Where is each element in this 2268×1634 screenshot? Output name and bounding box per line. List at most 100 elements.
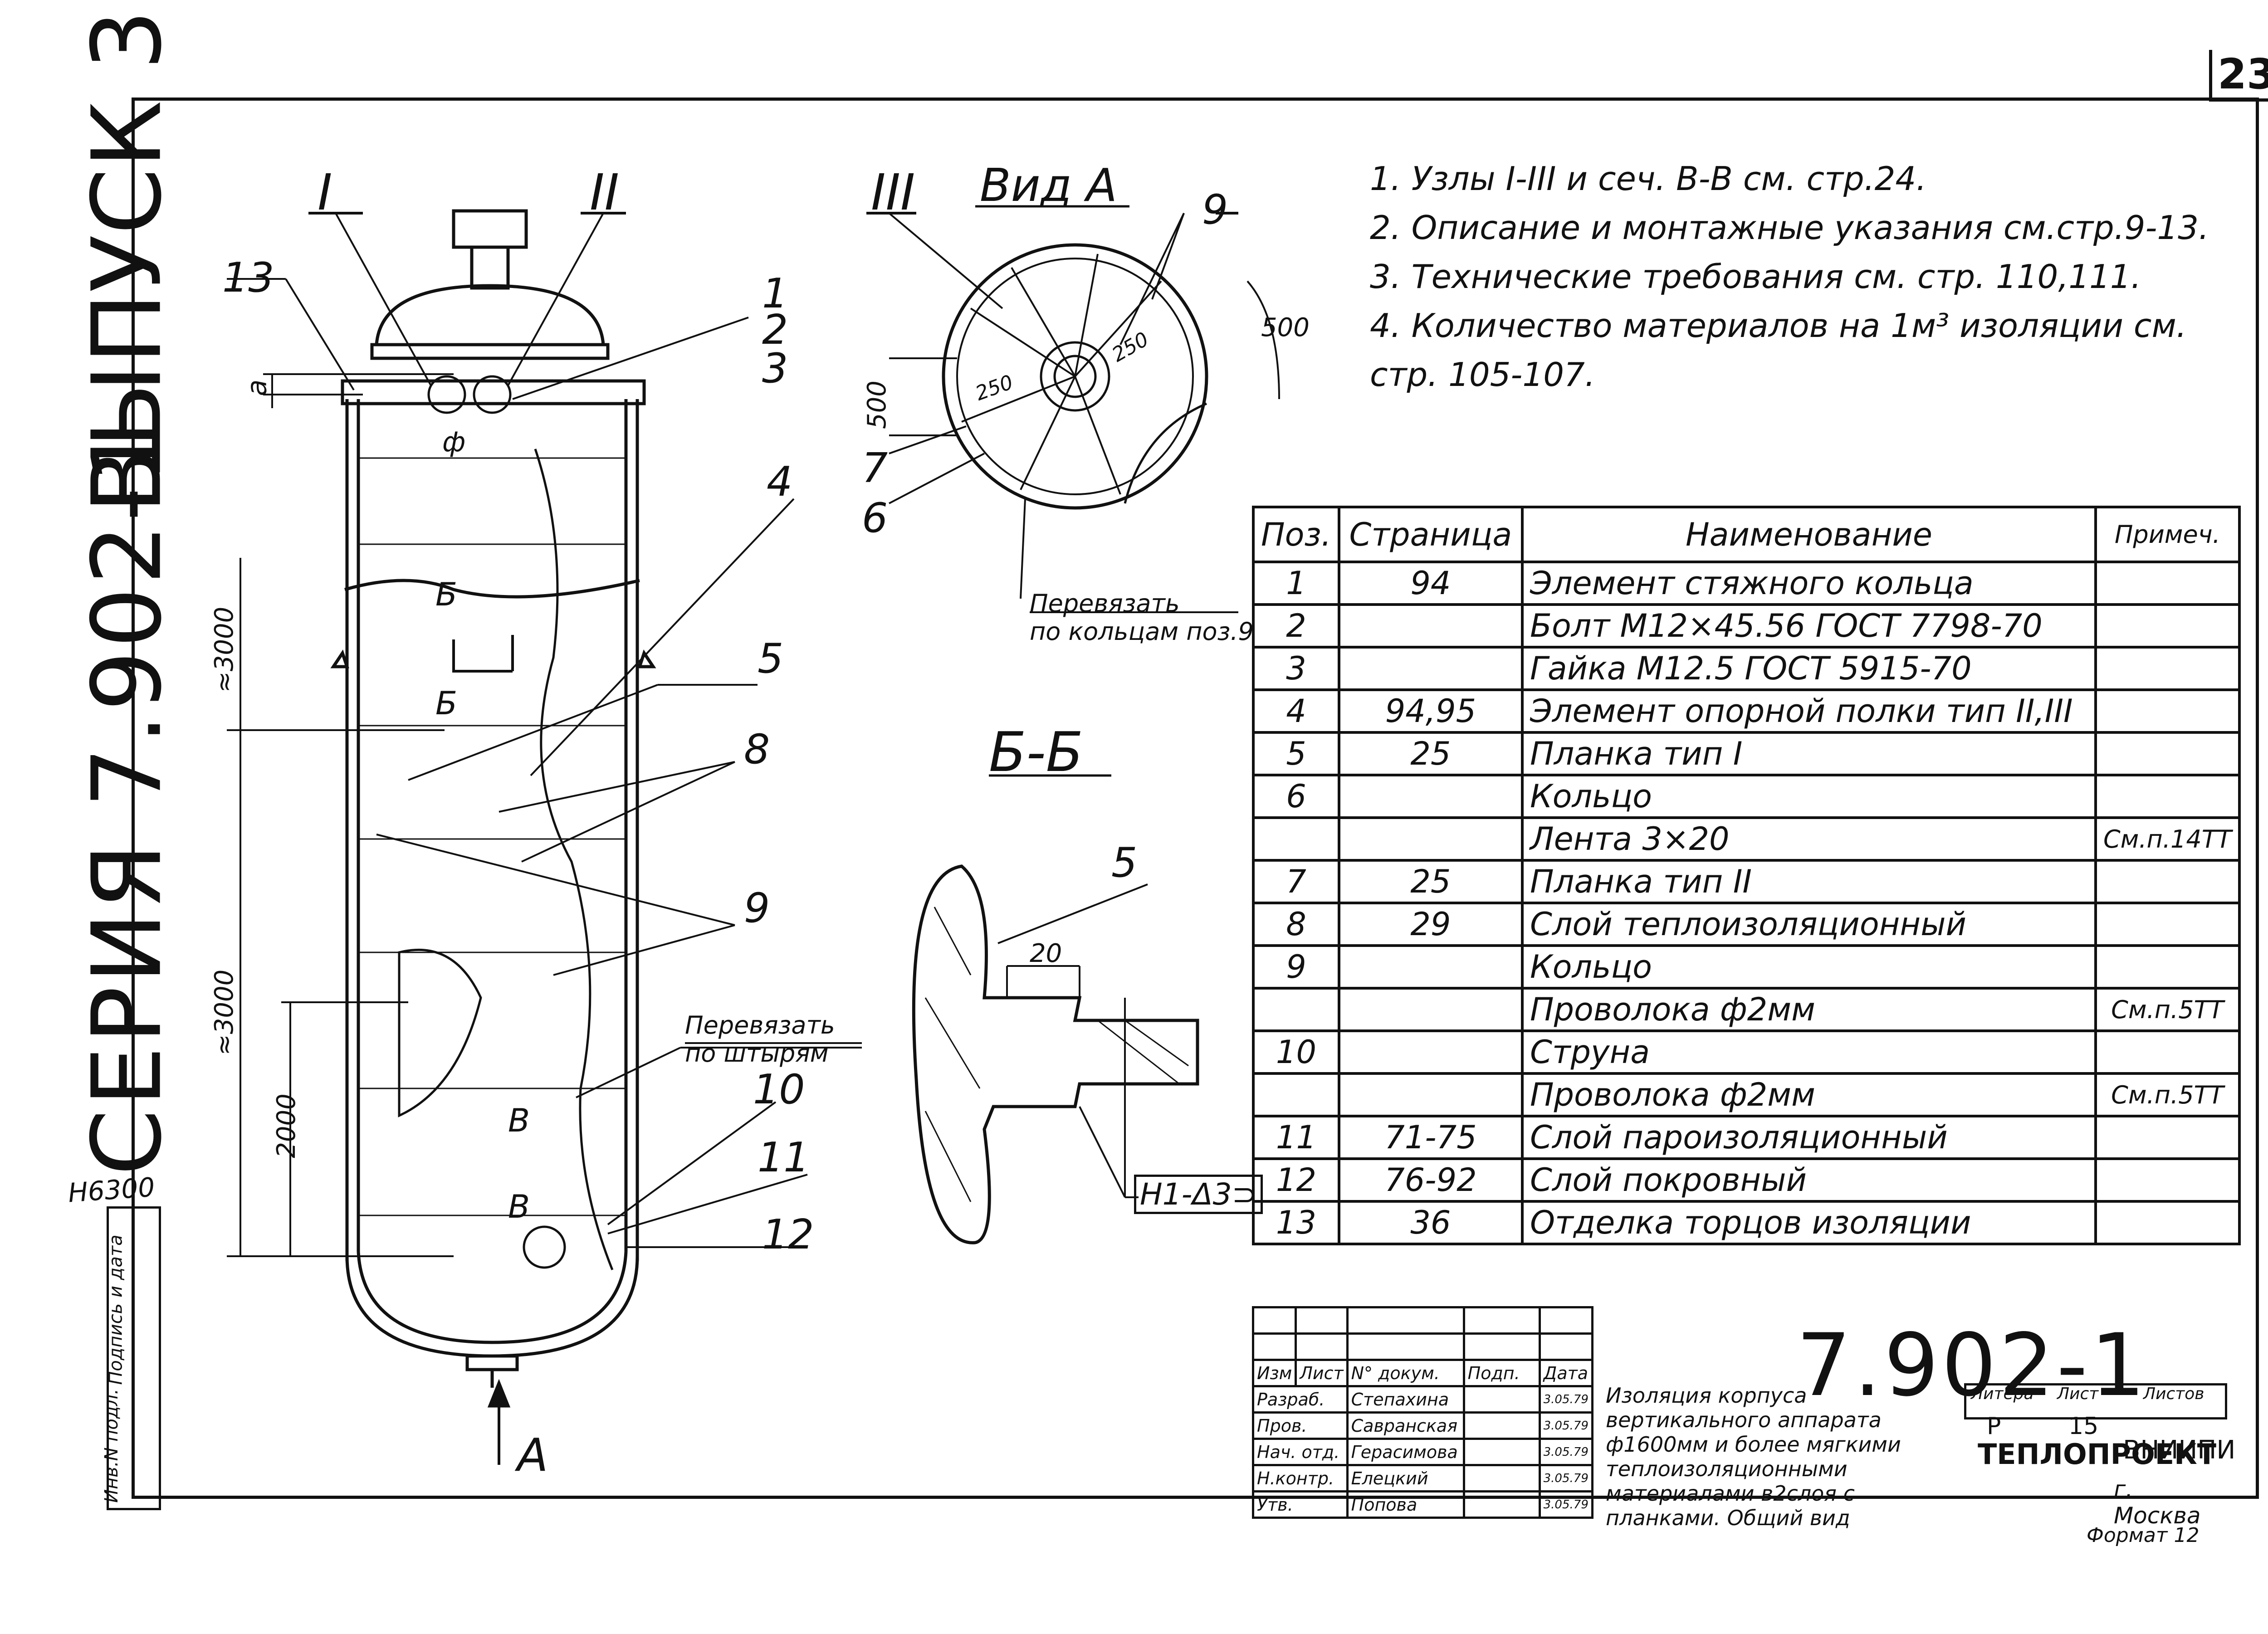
- stage-value: Р: [1987, 1413, 2001, 1440]
- tb-signature: [1462, 1490, 1541, 1519]
- sheet-value: 15: [2068, 1413, 2099, 1440]
- callout-3: 3: [762, 345, 788, 392]
- vessel-elevation: [330, 209, 656, 1388]
- spec-name: Струна: [1520, 1029, 2097, 1075]
- tb-signature: [1462, 1464, 1541, 1493]
- org-top: ВНИИПИ: [2123, 1435, 2236, 1465]
- spec-note: [2094, 1157, 2241, 1203]
- callout-node-i: I: [318, 163, 332, 221]
- callout-11: 11: [758, 1134, 810, 1181]
- tb-date: 3.05.79: [1538, 1464, 1593, 1493]
- tie-pins-line1: Перевязать: [685, 1011, 835, 1039]
- spec-name: Элемент опорной полки тип II,III: [1520, 688, 2097, 734]
- spec-pos: 13: [1252, 1200, 1340, 1245]
- spec-note: [2094, 1029, 2241, 1075]
- callout-2: 2: [762, 306, 788, 354]
- spec-name: Планка тип II: [1520, 859, 2097, 904]
- view-a-plan: [888, 212, 1280, 599]
- tb-head-list: Лист: [1295, 1359, 1349, 1387]
- spec-row: 3 Гайка М12.5 ГОСТ 5915-70: [1252, 646, 2241, 691]
- callout-node-iii: III: [871, 163, 915, 221]
- page-number: 23: [2209, 50, 2268, 102]
- spec-note: [2094, 646, 2241, 691]
- note-4: 4. Количество материалов на 1м³ изоляции…: [1370, 307, 2187, 345]
- tb-head-date: Дата: [1538, 1359, 1593, 1387]
- spec-page: [1337, 944, 1524, 990]
- spec-pos: 9: [1252, 944, 1340, 990]
- spec-row: 10 Струна: [1252, 1029, 2241, 1075]
- phi-mark: ф: [442, 426, 466, 458]
- spec-pos: 6: [1252, 774, 1340, 819]
- spec-note: См.п.14ТТ: [2094, 816, 2241, 862]
- section-b-bottom: Б: [435, 685, 458, 722]
- spec-row: 6 Кольцо: [1252, 774, 2241, 819]
- spec-note: См.п.5ТТ: [2094, 987, 2241, 1032]
- callout-7: 7: [862, 444, 888, 492]
- section-bb: [912, 864, 1199, 1244]
- spec-page: [1337, 816, 1524, 862]
- callout-9: 9: [744, 884, 770, 932]
- dim-20: 20: [1030, 939, 1062, 968]
- view-a-title: Вид А: [980, 159, 1117, 212]
- section-v-bottom: В: [508, 1188, 530, 1225]
- org-city: г. Москва: [2114, 1476, 2201, 1529]
- callout-13: 13: [222, 254, 274, 302]
- spec-name: Слой покровный: [1520, 1157, 2097, 1203]
- tb-person-name: Савранская: [1346, 1411, 1465, 1440]
- spec-name: Гайка М12.5 ГОСТ 5915-70: [1520, 646, 2097, 691]
- spec-pos: 8: [1252, 902, 1340, 947]
- section-b-top: Б: [435, 576, 458, 613]
- spec-name: Болт М12×45.56 ГОСТ 7798-70: [1520, 603, 2097, 649]
- spec-pos: 4: [1252, 688, 1340, 734]
- callout-5: 5: [758, 635, 784, 683]
- spec-name: Кольцо: [1520, 944, 2097, 990]
- spec-page: 94,95: [1337, 688, 1524, 734]
- tb-date: 3.05.79: [1538, 1385, 1593, 1414]
- dim-a: a: [241, 379, 273, 396]
- spec-page: 25: [1337, 859, 1524, 904]
- spec-pos: 3: [1252, 646, 1340, 691]
- spec-note: [2094, 688, 2241, 734]
- spec-pos: [1252, 1072, 1340, 1117]
- drawing-title: Изоляция корпуса вертикального аппарата …: [1606, 1383, 1901, 1530]
- inventory-stamp: Инв.N подл. Подпись и дата: [101, 1206, 161, 1510]
- tb-signature: [1462, 1438, 1541, 1466]
- spec-pos: 11: [1252, 1115, 1340, 1160]
- spec-name: Слой теплоизоляционный: [1520, 902, 2097, 947]
- spec-page: 36: [1337, 1200, 1524, 1245]
- dim-2000: 2000: [271, 1093, 301, 1158]
- spec-pos: 7: [1252, 859, 1340, 904]
- format-label: Формат 12: [2087, 1524, 2200, 1547]
- spec-name: Кольцо: [1520, 774, 2097, 819]
- tb-person-name: Елецкий: [1346, 1464, 1465, 1493]
- spec-pos: 1: [1252, 561, 1340, 606]
- spec-pos: 10: [1252, 1029, 1340, 1075]
- spec-page: 25: [1337, 731, 1524, 776]
- tb-role: Нач. отд.: [1252, 1438, 1349, 1466]
- note-2: 2. Описание и монтажные указания см.стр.…: [1370, 209, 2209, 247]
- spec-pos: [1252, 816, 1340, 862]
- dim-500-right: 500: [1261, 313, 1310, 342]
- stage-head-sheets: Листов: [2143, 1385, 2204, 1403]
- spec-page: [1337, 774, 1524, 819]
- tb-head-sign: Подп.: [1462, 1359, 1541, 1387]
- stage-head-litera: Литера: [1971, 1385, 2034, 1403]
- spec-page: [1337, 1072, 1524, 1117]
- tie-pins-note: Перевязать по штырям: [685, 1011, 835, 1068]
- spec-header-pos: Поз.: [1252, 506, 1340, 563]
- spec-page: [1337, 603, 1524, 649]
- general-notes: 1. Узлы I-III и сеч. В-В см. стр.24. 2. …: [1370, 154, 2209, 399]
- tb-role: Утв.: [1252, 1490, 1349, 1519]
